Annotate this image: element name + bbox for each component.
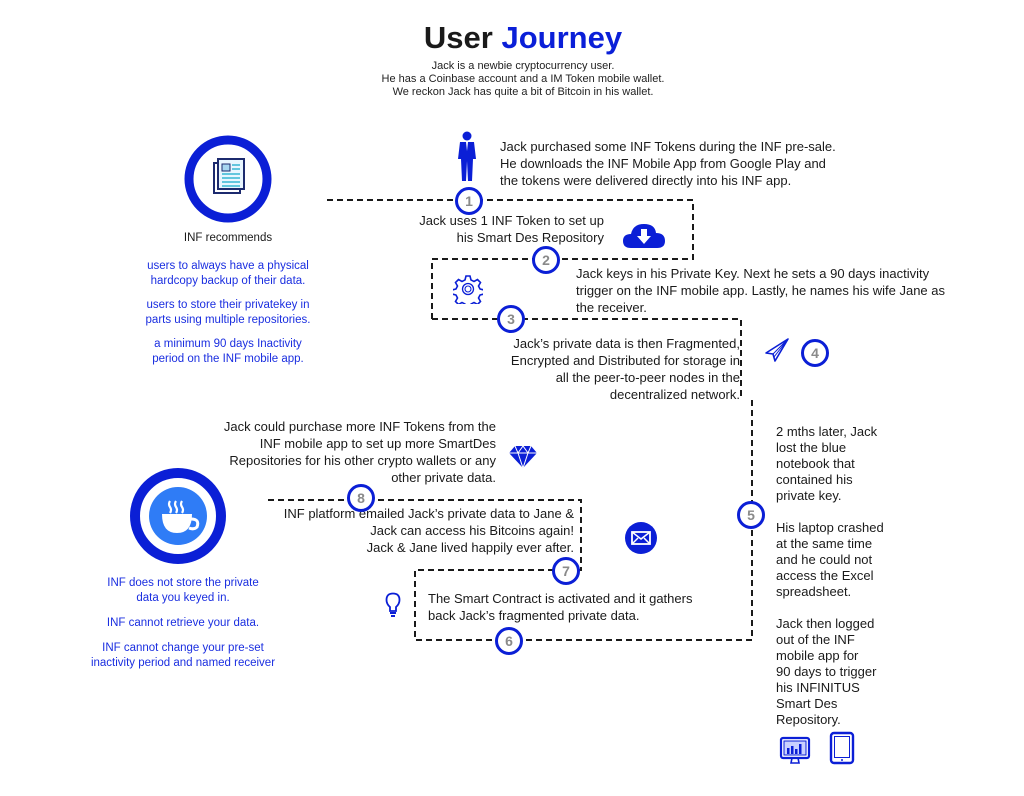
step-line: Jack’s private data is then Fragmented,: [513, 336, 740, 351]
step-badge-6: 6: [495, 627, 523, 655]
step-3-text: Jack’s private data is then Fragmented, …: [460, 335, 740, 403]
step-line: 2 mths later, Jack: [776, 424, 878, 439]
step-line: his INFINITUS: [776, 680, 860, 695]
step-line: INF platform emailed Jack’s private data…: [283, 506, 574, 521]
recommend-line: a minimum 90 days Inactivity: [154, 338, 302, 350]
step-1-text: Jack uses 1 INF Token to set up his Smar…: [380, 212, 604, 246]
recommend-item: users to store their privatekey in parts…: [128, 298, 328, 328]
step-line: and he could not: [776, 552, 873, 567]
recommend-heading: INF recommends: [183, 232, 273, 244]
intro-line: He downloads the INF Mobile App from Goo…: [500, 156, 826, 171]
subtitle: Jack is a newbie cryptocurrency user. He…: [300, 60, 746, 99]
step-line: contained his: [776, 472, 853, 487]
step-line: Repositories for his other crypto wallet…: [229, 453, 496, 468]
step-badge-8: 8: [347, 484, 375, 512]
tablet-icon: [829, 731, 855, 765]
guarantee-line: INF cannot retrieve your data.: [106, 617, 260, 629]
step-2-text: Jack keys in his Private Key. Next he se…: [576, 265, 976, 316]
step-line: His laptop crashed: [776, 520, 884, 535]
step-line: decentralized network.: [609, 387, 740, 402]
step-badge-7: 7: [552, 557, 580, 585]
step-line: notebook that: [776, 456, 855, 471]
step-badge-3: 3: [497, 305, 525, 333]
step-badge-1: 1: [455, 187, 483, 215]
guarantee-line: INF cannot change your pre-set: [102, 642, 264, 654]
step-line: Jack then logged: [776, 616, 875, 631]
step-badge-2: 2: [532, 246, 560, 274]
path-segment-3: [265, 400, 753, 641]
guarantee-line: inactivity period and named receiver: [90, 657, 276, 669]
step-line: Jack & Jane lived happily ever after.: [366, 540, 574, 555]
step-line: trigger on the INF mobile app. Lastly, h…: [576, 283, 946, 298]
page-title: User Journey: [0, 20, 1024, 56]
recommend-line: parts using multiple repositories.: [145, 314, 311, 326]
step-line: Repository.: [776, 712, 841, 727]
step-line: INF mobile app to set up more SmartDes: [259, 436, 496, 451]
monitor-chart-icon: [779, 736, 811, 766]
lightbulb-icon: [385, 592, 401, 618]
step-8-text: Jack could purchase more INF Tokens from…: [196, 418, 496, 486]
step-line: 90 days to trigger: [776, 664, 877, 679]
recommend-line: users to always have a physical: [147, 260, 309, 272]
intro-text: Jack purchased some INF Tokens during th…: [500, 138, 900, 189]
step-line: Jack can access his Bitcoins again!: [370, 523, 574, 538]
intro-line: Jack purchased some INF Tokens during th…: [500, 139, 836, 154]
step-line: the receiver.: [576, 300, 647, 315]
step-line: The Smart Contract is activated and it g…: [428, 591, 693, 606]
newspaper-icon: [183, 134, 273, 224]
subtitle-line: We reckon Jack has quite a bit of Bitcoi…: [392, 86, 654, 98]
guarantee-line: data you keyed in.: [136, 592, 230, 604]
guarantee-line: INF does not store the private: [107, 577, 259, 589]
recommend-line: users to store their privatekey in: [146, 299, 310, 311]
step-badge-5: 5: [737, 501, 765, 529]
guarantee-item: INF does not store the private data you …: [78, 576, 288, 606]
step-5-paragraph: Jack then logged out of the INF mobile a…: [776, 616, 916, 728]
subtitle-line: Jack is a newbie cryptocurrency user.: [431, 60, 615, 72]
step-7-text: INF platform emailed Jack’s private data…: [270, 505, 574, 556]
recommend-item: a minimum 90 days Inactivity period on t…: [128, 337, 328, 367]
step-line: private key.: [776, 488, 842, 503]
guarantee-item: INF cannot retrieve your data.: [78, 616, 288, 631]
guarantee-item: INF cannot change your pre-set inactivit…: [78, 641, 288, 671]
gear-icon: [451, 274, 485, 309]
step-line: Jack keys in his Private Key. Next he se…: [576, 266, 930, 281]
step-line: mobile app for: [776, 648, 859, 663]
coffee-cup-icon: [129, 467, 227, 565]
step-5-text: 2 mths later, Jack lost the blue noteboo…: [776, 424, 916, 728]
step-line: out of the INF: [776, 632, 855, 647]
path-segment-1: [327, 199, 694, 319]
envelope-icon: [624, 521, 658, 555]
step-line: his Smart Des Repository: [456, 230, 604, 245]
step-line: spreadsheet.: [776, 584, 852, 599]
step-line: back Jack’s fragmented private data.: [428, 608, 640, 623]
step-line: all the peer-to-peer nodes in the: [555, 370, 740, 385]
step-line: Encrypted and Distributed for storage in: [510, 353, 740, 368]
recommend-item: users to always have a physical hardcopy…: [128, 259, 328, 289]
step-badge-4: 4: [801, 339, 829, 367]
diamond-icon: [507, 444, 539, 470]
step-5-paragraph: His laptop crashed at the same time and …: [776, 520, 916, 600]
paper-plane-icon: [764, 337, 790, 363]
step-line: at the same time: [776, 536, 873, 551]
businessman-icon: [456, 131, 478, 183]
recommend-list: users to always have a physical hardcopy…: [128, 259, 328, 367]
cloud-download-icon: [622, 221, 666, 249]
step-line: Smart Des: [776, 696, 838, 711]
step-line: Jack uses 1 INF Token to set up: [419, 213, 604, 228]
recommend-line: hardcopy backup of their data.: [150, 275, 306, 287]
path-segment-2: [432, 318, 742, 400]
step-5-paragraph: 2 mths later, Jack lost the blue noteboo…: [776, 424, 916, 504]
step-line: Jack could purchase more INF Tokens from…: [223, 419, 496, 434]
recommend-line: period on the INF mobile app.: [152, 353, 304, 365]
guarantee-list: INF does not store the private data you …: [78, 576, 288, 671]
step-line: other private data.: [391, 470, 496, 485]
subtitle-line: He has a Coinbase account and a IM Token…: [381, 73, 665, 85]
title-part-1: User: [423, 20, 493, 55]
step-line: lost the blue: [776, 440, 847, 455]
step-6-text: The Smart Contract is activated and it g…: [428, 590, 738, 624]
step-line: access the Excel: [776, 568, 874, 583]
title-part-2: Journey: [501, 20, 623, 55]
intro-line: the tokens were delivered directly into …: [500, 173, 792, 188]
